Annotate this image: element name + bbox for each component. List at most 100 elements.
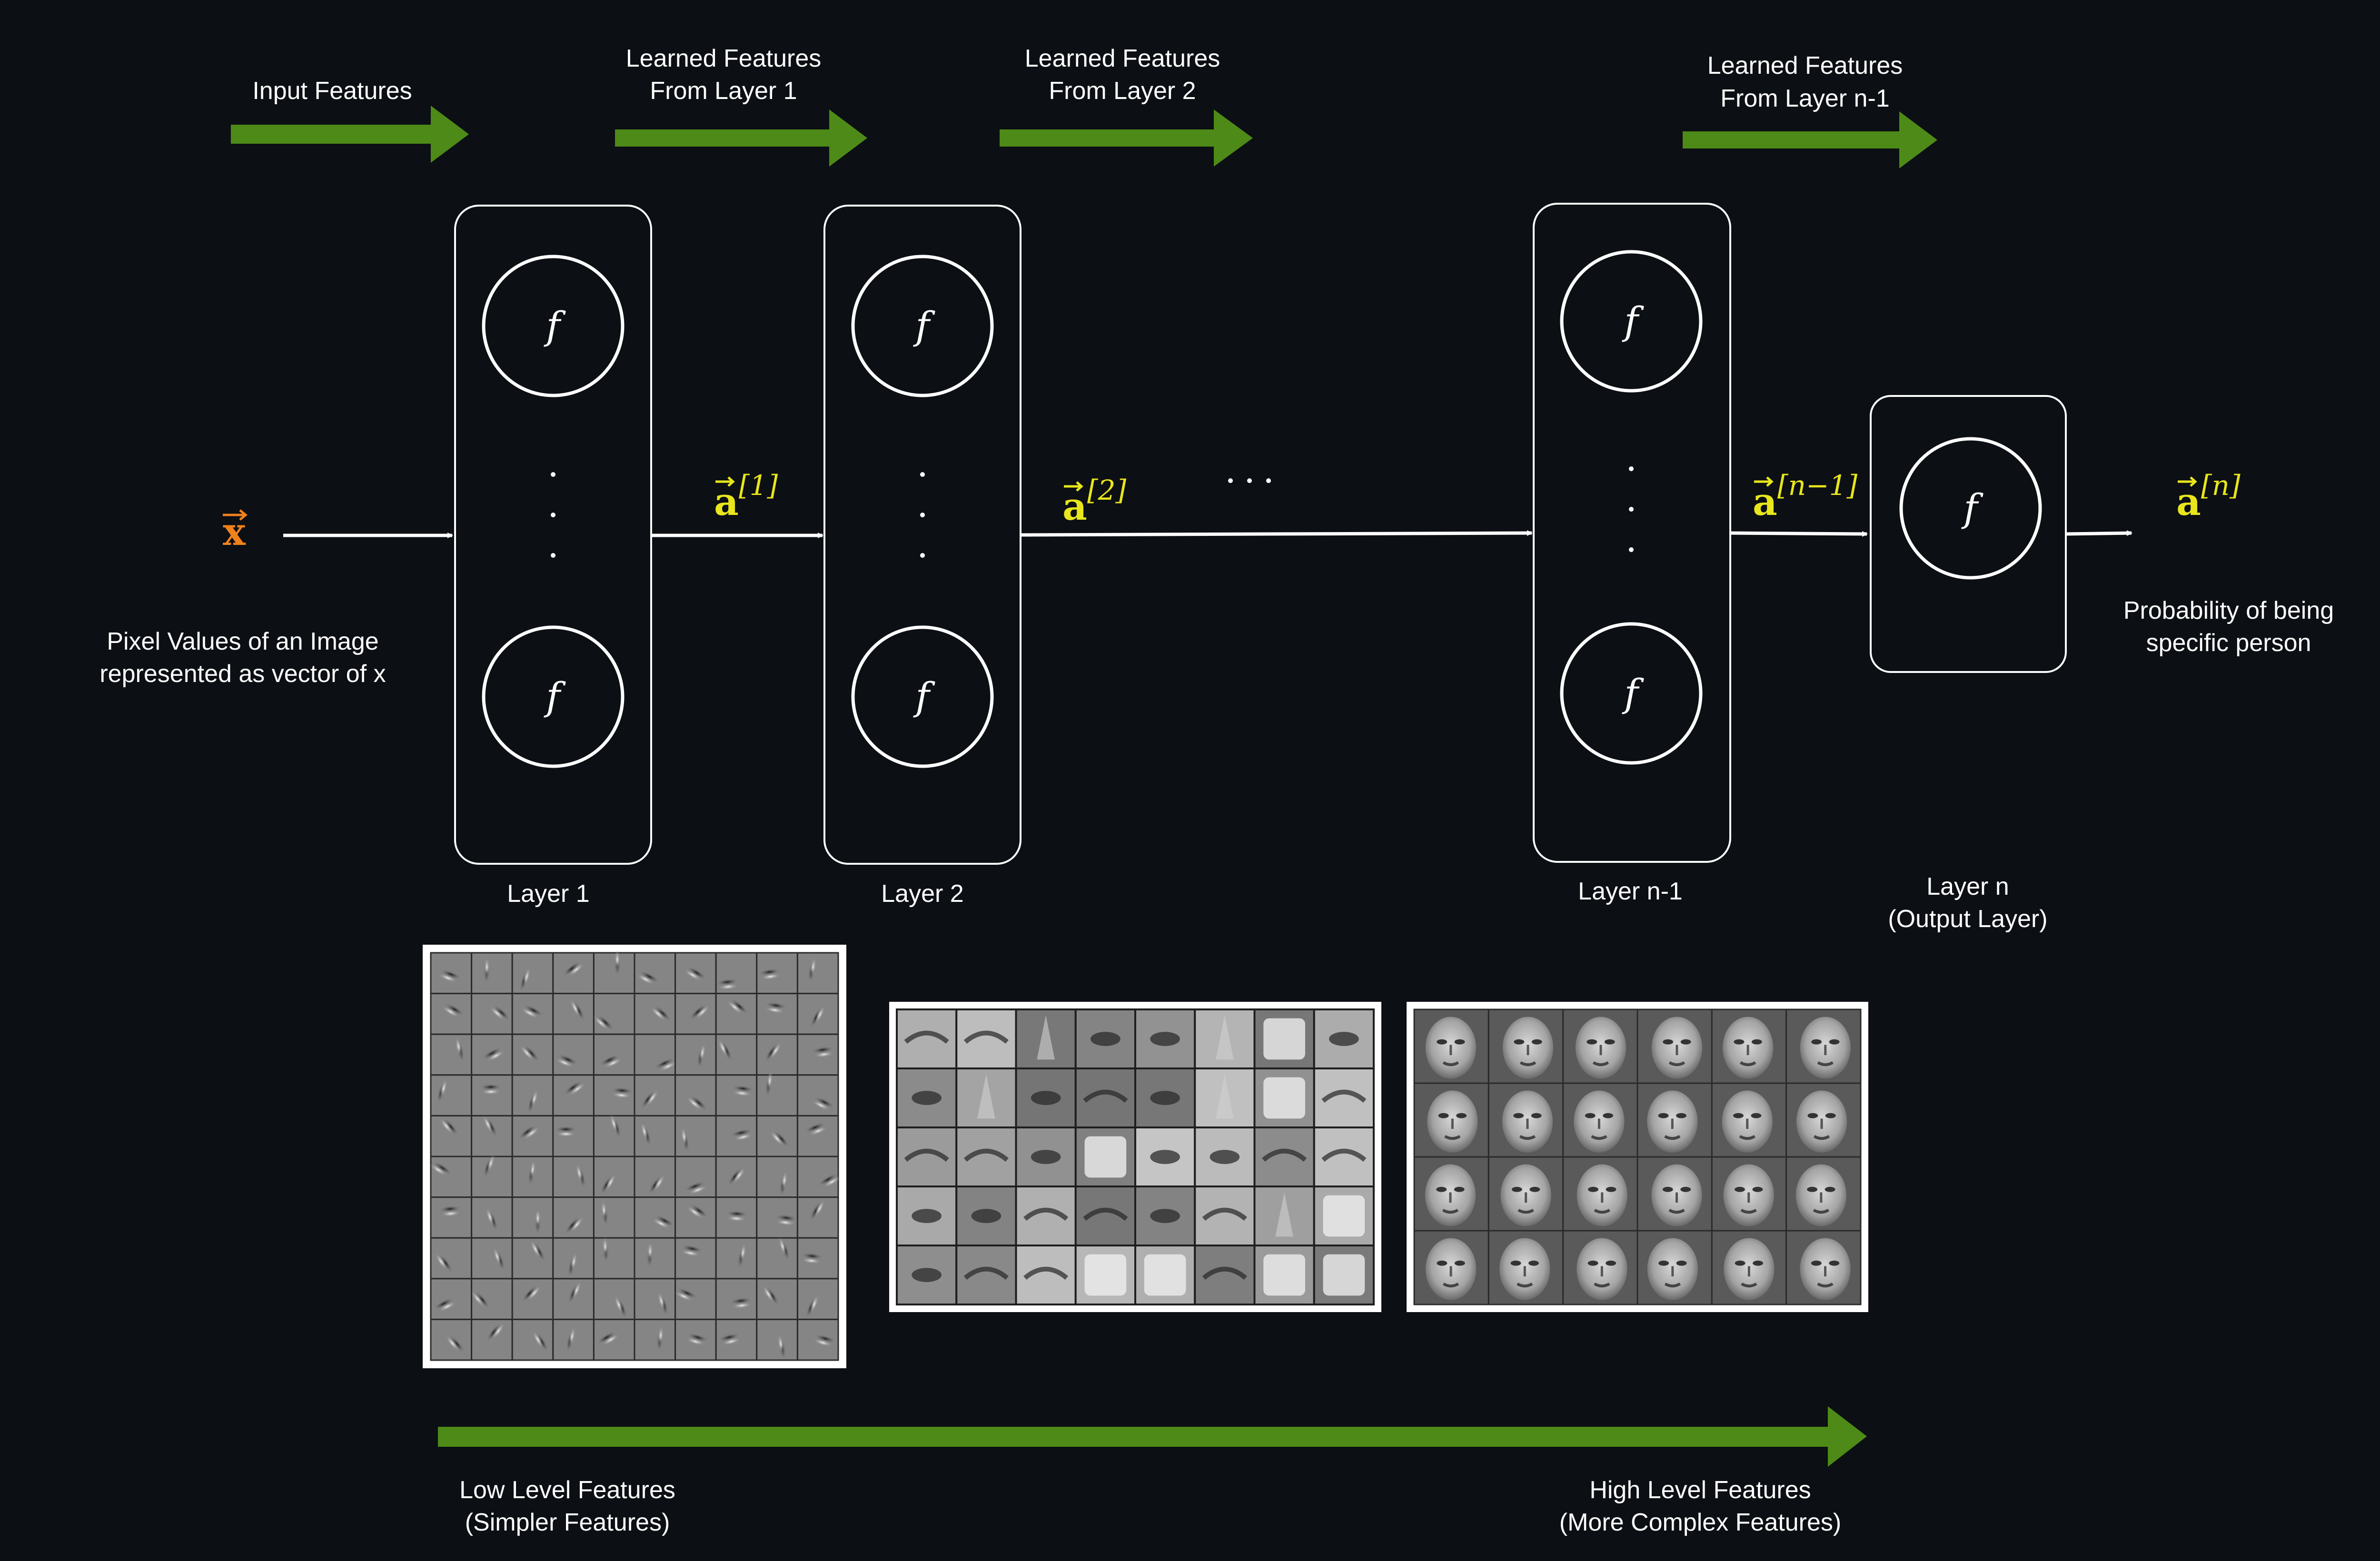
feature-tile (552, 952, 595, 995)
output-description-line2: specific person (2146, 629, 2311, 657)
activation-superscript: [2] (1087, 474, 1127, 506)
feature-tile (756, 1196, 798, 1239)
feature-tile (1253, 1186, 1315, 1246)
top-arrow-learned-layer2: Learned Features From Layer 2 (1000, 45, 1253, 167)
layer-label: Layer n-1 (1578, 878, 1683, 905)
feature-tile (1711, 1156, 1787, 1232)
feature-tile (1413, 1230, 1489, 1305)
feature-tile (715, 1074, 758, 1116)
feature-tile (796, 1278, 839, 1320)
feature-tile (715, 1196, 758, 1239)
connector-layer2-to-layer-n-1 (1021, 530, 1533, 537)
feature-tile (511, 1318, 554, 1361)
feature-tile (593, 1074, 635, 1116)
arrow-label-line1: Learned Features (626, 45, 822, 72)
activation-superscript: [n] (2201, 469, 2241, 502)
feature-tile (430, 1033, 473, 1076)
green-arrow-icon (231, 106, 469, 163)
feature-tile (471, 1278, 513, 1320)
feature-tile (715, 1278, 758, 1320)
feature-tile (511, 952, 554, 995)
feature-tile (1313, 1126, 1375, 1187)
feature-tile (955, 1245, 1017, 1305)
feature-tile (430, 952, 473, 995)
feature-tile (715, 1318, 758, 1361)
feature-tile (634, 1318, 676, 1361)
feature-tile (1253, 1126, 1315, 1187)
feature-tile (1074, 1067, 1136, 1128)
feature-tile (552, 1237, 595, 1280)
feature-tile (1015, 1186, 1077, 1246)
feature-tile (430, 1278, 473, 1320)
feature-tile (1413, 1156, 1489, 1232)
face-templates-image (1407, 1002, 1868, 1312)
high-level-label-line2: (More Complex Features) (1559, 1509, 1841, 1536)
feature-tile (715, 952, 758, 995)
feature-tile (674, 952, 717, 995)
feature-tile (715, 993, 758, 1035)
vertical-dots-icon (551, 472, 555, 558)
low-level-label-line1: Low Level Features (459, 1476, 675, 1504)
feature-tile (552, 1074, 595, 1116)
feature-tile (796, 1196, 839, 1239)
arrow-label-line2: Input Features (252, 77, 412, 105)
feature-tile (634, 1196, 676, 1239)
feature-tile (511, 1278, 554, 1320)
feature-tile (634, 1278, 676, 1320)
facial-parts-image (889, 1002, 1381, 1312)
activation-superscript: [n−1] (1777, 469, 1857, 502)
feature-tile (756, 952, 798, 995)
feature-tile (796, 1033, 839, 1076)
feature-tile (634, 1156, 676, 1198)
feature-tile (1015, 1126, 1077, 1187)
vertical-dots-icon (920, 472, 925, 558)
green-arrow-icon (1683, 111, 1937, 168)
feature-tile (634, 1033, 677, 1076)
feature-tile (1562, 1156, 1638, 1232)
feature-tile (715, 1156, 758, 1198)
feature-tile (674, 1156, 717, 1198)
green-arrow-icon (1000, 109, 1253, 167)
feature-tile (471, 1196, 513, 1239)
activation-a-n: a [n] (2176, 469, 2241, 524)
feature-tile (715, 1115, 758, 1157)
feature-tile (756, 993, 798, 1035)
activation-base: a (714, 479, 739, 524)
feature-tile (1074, 1008, 1136, 1069)
feature-tile (634, 1074, 676, 1116)
feature-tile (955, 1126, 1017, 1187)
feature-tile (796, 1074, 839, 1116)
feature-tile (1313, 1067, 1375, 1128)
feature-tile (593, 1156, 635, 1198)
feature-tile (1313, 1008, 1375, 1069)
feature-tile (593, 1114, 635, 1157)
feature-tile (1562, 1082, 1638, 1158)
feature-tile (593, 1196, 635, 1239)
feature-tile (1785, 1008, 1862, 1084)
vector-arrow-icon (715, 476, 735, 487)
activation-base: a (1062, 484, 1087, 529)
feature-tile (1562, 1008, 1638, 1084)
feature-tile (1636, 1156, 1713, 1232)
feature-tile (1313, 1245, 1375, 1305)
feature-tile (1785, 1082, 1862, 1158)
feature-tile (430, 1196, 473, 1239)
feature-tile (593, 993, 635, 1035)
feature-tile (471, 1033, 513, 1076)
feature-tile (593, 1237, 635, 1280)
feature-tile (796, 993, 839, 1035)
feature-tile (1636, 1082, 1713, 1158)
neuron-node (1899, 437, 2042, 580)
neuron-symbol: f (913, 304, 935, 348)
layer-n-output-box: f (1870, 395, 2067, 673)
feature-tile (634, 952, 676, 995)
feature-tile (430, 1318, 473, 1361)
feature-tile (1194, 1245, 1256, 1305)
low-level-label-line2: (Simpler Features) (465, 1509, 670, 1536)
feature-tile (756, 1033, 798, 1076)
feature-tile (1562, 1230, 1638, 1305)
green-arrow-icon (615, 109, 867, 167)
arrow-label-line2: From Layer 2 (1049, 77, 1196, 105)
feature-tile (1711, 1082, 1787, 1158)
connector-layer-n-1-to-output (1731, 531, 1868, 537)
